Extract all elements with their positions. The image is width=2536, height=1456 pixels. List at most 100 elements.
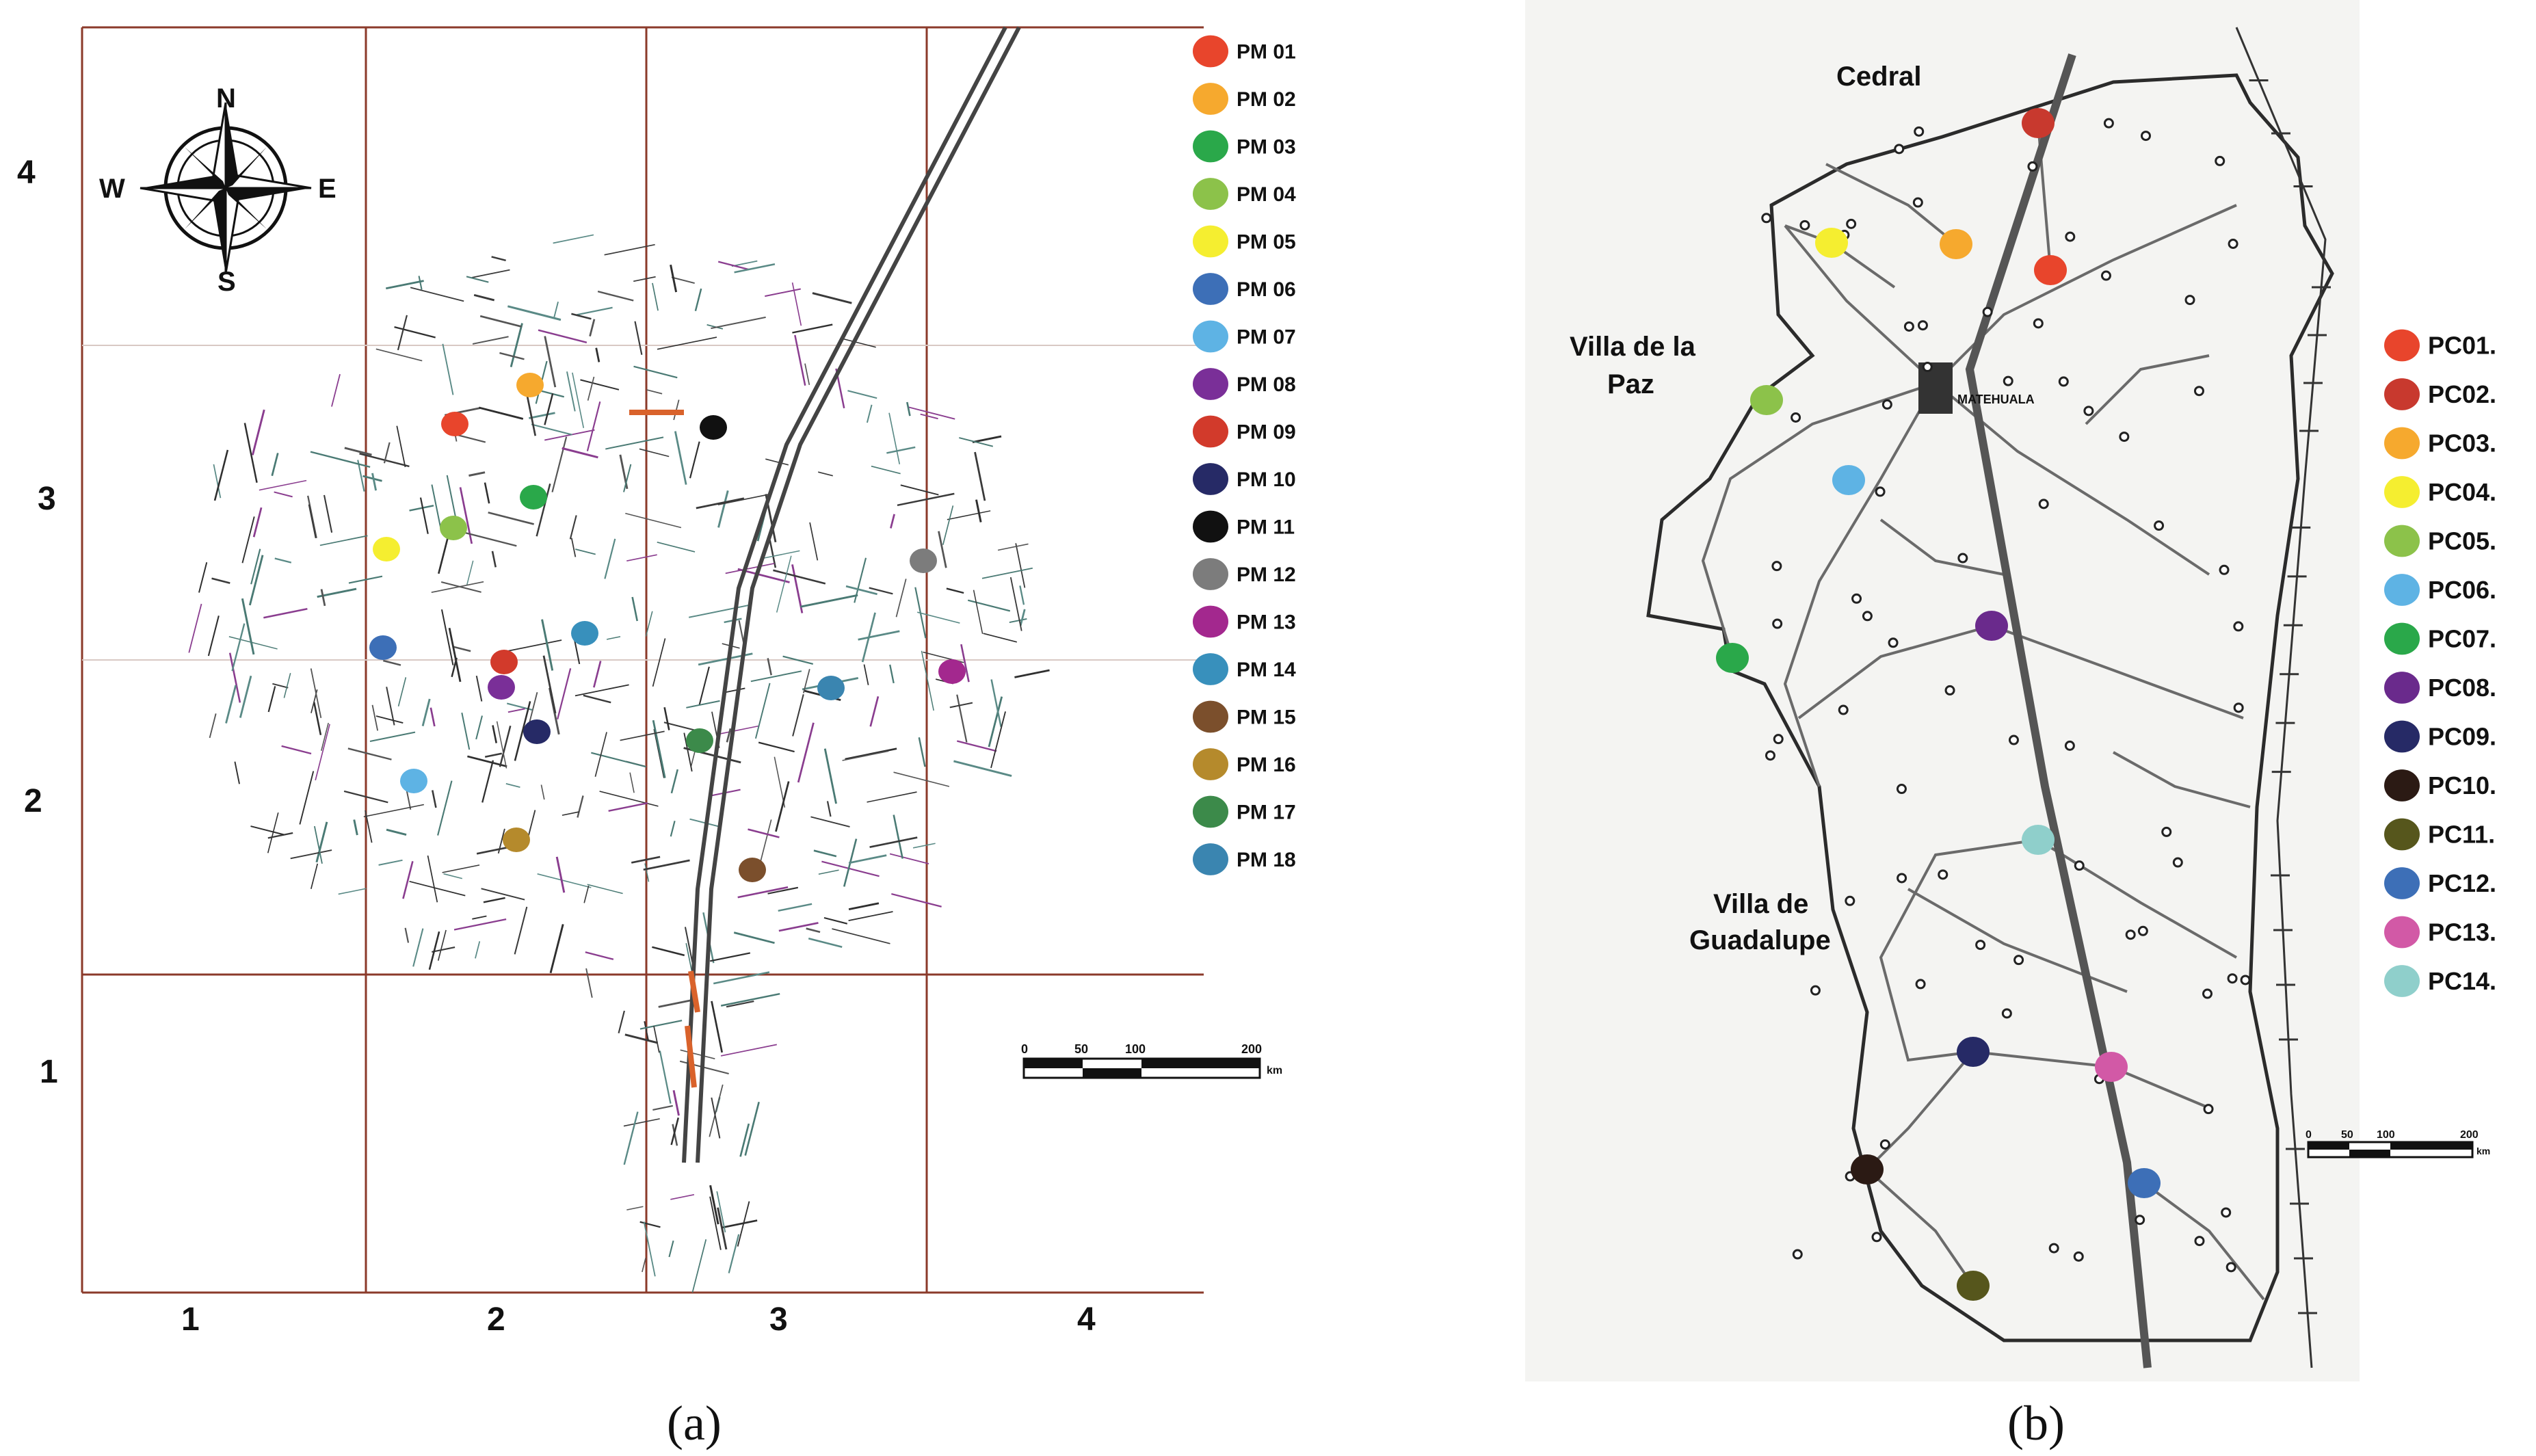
street-segment <box>890 514 895 529</box>
locality-dot <box>2008 734 2019 745</box>
marker-pc-09[interactable] <box>1957 1037 1990 1067</box>
marker-pm-03[interactable] <box>520 485 547 509</box>
street-segment <box>466 276 489 283</box>
locality-dot <box>2048 1243 2059 1254</box>
street-segment <box>478 406 524 420</box>
street-segment <box>713 971 770 985</box>
legend-pm-label: PM 08 <box>1237 373 1296 396</box>
locality-dot <box>2100 270 2111 281</box>
locality-dot <box>1917 320 1928 331</box>
street-segment <box>956 740 997 752</box>
street-segment <box>315 821 328 863</box>
street-segment <box>606 636 621 640</box>
street-segment <box>623 1118 660 1127</box>
highway <box>682 26 1021 1163</box>
street-segment <box>711 316 766 330</box>
marker-pc-11[interactable] <box>1957 1271 1990 1301</box>
marker-pm-16[interactable] <box>503 828 530 852</box>
street-segment <box>549 924 564 974</box>
marker-pc-04[interactable] <box>1815 228 1848 258</box>
street-segment <box>544 393 554 425</box>
street-segment <box>696 497 745 509</box>
street-segment <box>419 497 429 534</box>
street-segment <box>912 843 936 849</box>
street-segment <box>631 856 661 864</box>
marker-pm-12[interactable] <box>910 548 937 573</box>
place-label-villa-de-la-paz: Paz <box>1607 369 1654 399</box>
locality-dot <box>1765 750 1775 761</box>
marker-pc-07[interactable] <box>1716 643 1749 673</box>
marker-pm-10[interactable] <box>523 719 551 744</box>
marker-pc-14[interactable] <box>2022 825 2055 855</box>
locality-dot <box>2141 131 2151 142</box>
legend-pm-label: PM 02 <box>1237 88 1296 111</box>
street-segment <box>452 646 471 652</box>
street-segment <box>198 561 208 593</box>
road-segment <box>1879 518 2005 576</box>
legend-pm-swatch <box>1193 225 1228 258</box>
legend-pc-swatch <box>2384 329 2420 362</box>
marker-pm-08[interactable] <box>488 675 515 700</box>
marker-pm-11[interactable] <box>700 415 727 440</box>
locality-dot <box>1982 306 1993 317</box>
street-segment <box>583 885 590 903</box>
marker-pm-18[interactable] <box>817 676 845 700</box>
street-segment <box>973 590 983 634</box>
street-segment <box>794 334 806 386</box>
marker-pm-13[interactable] <box>938 659 966 684</box>
marker-pc-06[interactable] <box>1832 465 1865 495</box>
legend-pm-swatch <box>1193 748 1228 780</box>
place-label-villa-de-guadalupe: Villa de <box>1713 889 1808 919</box>
marker-pm-17[interactable] <box>686 728 713 753</box>
marker-pc-05[interactable] <box>1750 385 1783 415</box>
marker-pc-12[interactable] <box>2128 1168 2161 1198</box>
marker-pc-02[interactable] <box>2022 108 2055 138</box>
marker-pc-01[interactable] <box>2034 255 2067 285</box>
locality-dot <box>2203 1104 2214 1115</box>
marker-pc-13[interactable] <box>2095 1052 2128 1082</box>
street-segment <box>375 348 423 362</box>
street-segment <box>717 261 750 271</box>
marker-pm-05[interactable] <box>373 537 400 561</box>
street-segment <box>397 677 407 707</box>
street-segment <box>432 790 437 808</box>
legend-pc-label: PC12. <box>2428 869 2496 897</box>
locality-dot <box>1810 985 1821 996</box>
street-segment <box>310 668 322 719</box>
railway-ticks <box>2249 79 2331 1314</box>
street-segment <box>975 499 982 522</box>
legend-pc-label: PC08. <box>2428 674 2496 702</box>
locality-dot <box>2013 955 2024 966</box>
marker-pc-08[interactable] <box>1975 611 2008 641</box>
street-segment <box>717 490 729 528</box>
street-segment <box>869 836 918 848</box>
legend-pc-swatch <box>2384 427 2420 460</box>
street-segment <box>848 854 887 864</box>
marker-pm-09[interactable] <box>490 650 518 674</box>
marker-pc-03[interactable] <box>1940 229 1972 259</box>
grid-col-label: 3 <box>769 1301 788 1338</box>
marker-pm-07[interactable] <box>400 769 427 793</box>
street-segment <box>409 505 434 512</box>
street-segment <box>618 1010 625 1034</box>
street-segment <box>211 577 230 584</box>
locality-dot <box>2033 318 2044 329</box>
marker-pm-01[interactable] <box>441 412 468 436</box>
marker-pm-15[interactable] <box>739 858 766 882</box>
marker-pm-02[interactable] <box>516 373 544 397</box>
marker-pc-10[interactable] <box>1851 1154 1884 1184</box>
street-segment <box>505 782 520 789</box>
marker-pm-06[interactable] <box>369 635 397 660</box>
legend-pm-swatch <box>1193 178 1228 210</box>
street-segment <box>369 731 416 743</box>
legend-pc-swatch <box>2384 769 2420 802</box>
street-segment <box>698 666 710 705</box>
legend-pc-label: PC03. <box>2428 429 2496 458</box>
marker-pm-14[interactable] <box>571 621 598 646</box>
street-segment <box>594 732 607 777</box>
street-segment <box>959 437 994 447</box>
street-segment <box>734 263 776 274</box>
marker-pm-04[interactable] <box>440 516 467 540</box>
street-segment <box>711 1001 724 1053</box>
street-segment <box>557 668 572 720</box>
